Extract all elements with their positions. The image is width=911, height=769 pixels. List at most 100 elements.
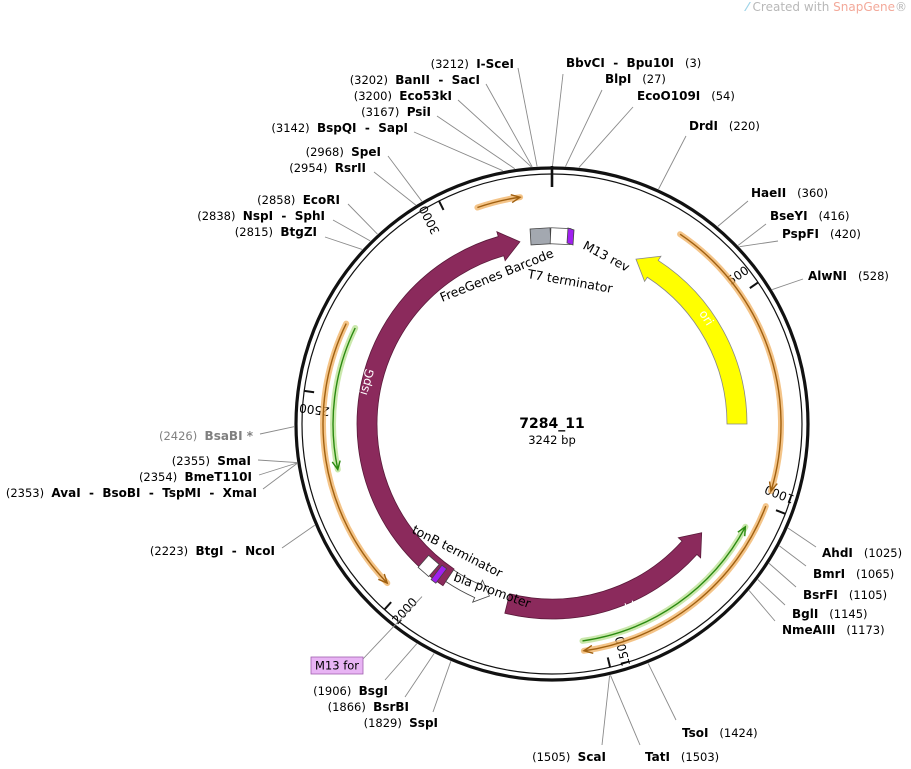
site-text: (2426) BsaBI * <box>159 429 254 443</box>
site-label: (2223) BtgI - NcoI <box>150 524 315 558</box>
site-enzyme-name: BanII <box>395 73 430 87</box>
site-text: BseYI (416) <box>770 209 849 223</box>
site-label: TsoI (1424) <box>647 663 758 740</box>
site-label: (3202) BanII - SacI <box>350 73 533 168</box>
site-leader-line <box>658 135 687 190</box>
site-position: (1503) <box>670 750 719 764</box>
site-enzyme-name: SacI <box>452 73 480 87</box>
site-leader-line <box>552 73 564 167</box>
arc-ori-line <box>679 233 782 492</box>
site-position: (416) <box>808 209 850 223</box>
ruler-tick-label: 2000 <box>389 595 420 627</box>
site-label: BbvCI - Bpu10I (3) <box>552 56 701 167</box>
site-leader-line <box>772 278 804 291</box>
site-enzyme-name: AhdI <box>822 546 853 560</box>
site-label: HaeII (360) <box>717 186 828 227</box>
site-position: (2838) <box>197 209 243 223</box>
site-label: BlpI (27) <box>565 72 666 167</box>
site-position: (1025) <box>853 546 902 560</box>
site-text: AhdI (1025) <box>822 546 902 560</box>
site-leader-line <box>257 459 297 464</box>
site-text: (3200) Eco53kI <box>354 89 452 103</box>
site-enzyme-name: SmaI <box>217 454 251 468</box>
site-position: (528) <box>847 269 889 283</box>
site-leader-line <box>432 661 452 713</box>
site-enzyme-name: DrdI <box>689 119 718 133</box>
site-leader-line <box>748 590 776 622</box>
ruler-tick <box>383 601 392 611</box>
site-label: AlwNI (528) <box>772 269 889 291</box>
site-position: (3) <box>674 56 701 70</box>
site-leader-line <box>787 527 817 548</box>
watermark-suffix: ® <box>895 0 907 14</box>
feature-ori <box>635 255 748 425</box>
site-label: (3212) I-SceI <box>431 57 538 167</box>
site-label: (2954) RsrII <box>289 161 416 206</box>
site-text: TatI (1503) <box>645 750 719 764</box>
site-enzyme-name: BmrI <box>813 567 845 581</box>
site-leader-line <box>324 236 363 250</box>
site-text: (2838) NspI - SphI <box>197 209 325 223</box>
arc-bla-tip <box>737 525 747 537</box>
site-leader-line <box>717 200 749 227</box>
site-text: BglI (1145) <box>792 607 868 621</box>
site-enzyme-name: SpeI <box>351 145 381 159</box>
ruler-tick <box>749 281 759 289</box>
site-label: (3142) BspQI - SapI <box>271 121 503 172</box>
site-position: - <box>201 486 223 500</box>
ruler-tick <box>438 200 445 211</box>
site-label: BsrFI (1105) <box>768 563 887 602</box>
watermark-brand: SnapGene <box>833 0 895 14</box>
site-text: (2354) BmeT110I <box>139 470 252 484</box>
site-enzyme-name: BsgI <box>359 684 388 698</box>
site-position: - <box>357 121 379 135</box>
ruler-tick <box>775 509 786 515</box>
snapgene-watermark: ⁄Created with SnapGene® <box>747 0 907 14</box>
site-label: TatI (1503) <box>610 675 719 764</box>
site-enzyme-name: PspFI <box>782 227 819 241</box>
site-label: NmeAIII (1173) <box>748 590 885 637</box>
site-leader-line <box>347 203 378 235</box>
site-position: (1866) <box>328 700 374 714</box>
site-text: (2954) RsrII <box>289 161 366 175</box>
site-position: (1065) <box>845 567 894 581</box>
site-position: - <box>223 544 245 558</box>
site-enzyme-name: PsiI <box>407 105 431 119</box>
site-leader-line <box>262 463 298 490</box>
site-position: - <box>141 486 163 500</box>
site-leader-line <box>373 171 416 206</box>
site-position: (2353) <box>6 486 52 500</box>
site-text: (2223) BtgI - NcoI <box>150 544 275 558</box>
site-enzyme-name: TatI <box>645 750 670 764</box>
site-enzyme-name: TsoI <box>682 726 708 740</box>
site-leader-line <box>578 106 634 168</box>
site-label: EcoO109I (54) <box>578 89 735 168</box>
backbone-ring <box>294 166 810 682</box>
site-position: (2954) <box>289 161 335 175</box>
site-text: DrdI (220) <box>689 119 760 133</box>
site-text: (2815) BtgZI <box>235 225 317 239</box>
site-position: (54) <box>700 89 735 103</box>
site-text: (1505) ScaI <box>532 750 606 764</box>
site-enzyme-name: RsrII <box>335 161 366 175</box>
bla-promoter-arrow <box>445 569 490 603</box>
site-leader-line <box>647 663 677 721</box>
arc-topleft-tip <box>510 194 522 204</box>
site-position: (420) <box>819 227 861 241</box>
site-leader-line <box>258 462 298 476</box>
site-enzyme-name: XmaI <box>223 486 257 500</box>
site-enzyme-name: HaeII <box>751 186 786 200</box>
tonb-terminator-box <box>417 554 440 578</box>
site-label: (3200) Eco53kI <box>354 89 532 168</box>
site-label: (2838) NspI - SphI <box>197 209 371 242</box>
site-leader-line <box>768 563 797 588</box>
site-text: (2353) AvaI - BsoBI - TspMI - XmaI <box>6 486 257 500</box>
site-leader-line <box>387 155 423 202</box>
site-leader-line <box>565 89 603 167</box>
site-label: (2426) BsaBI * <box>159 426 295 443</box>
m13-for-primer <box>430 564 448 584</box>
site-text: (2858) EcoRI <box>257 193 340 207</box>
ruler-tick <box>304 389 315 394</box>
arc-bla-line <box>582 526 747 642</box>
site-text: BmrI (1065) <box>813 567 894 581</box>
